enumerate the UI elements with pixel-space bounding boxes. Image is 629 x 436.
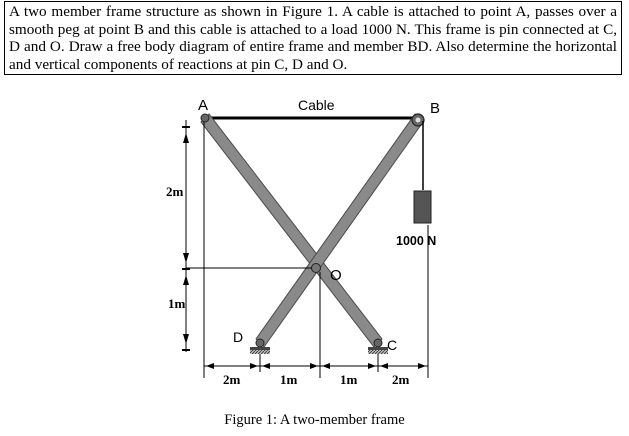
member-ac	[200, 113, 383, 348]
label-c: C	[387, 337, 397, 353]
vdim-arrow-2	[183, 253, 189, 263]
label-load: 1000 N	[396, 234, 436, 248]
hdim-arrow-2	[250, 363, 258, 369]
hdim-arrow-7	[380, 363, 388, 369]
peg-b-center	[415, 117, 421, 123]
hdim-arrow-6	[368, 363, 376, 369]
dim-bottom-right-outer: 2m	[392, 372, 410, 387]
dim-bottom-left-inner: 1m	[280, 372, 298, 387]
vdim-arrow-4	[183, 334, 189, 344]
ground-d	[250, 350, 270, 354]
label-d: D	[233, 329, 243, 345]
dim-bottom-right-inner: 1m	[340, 372, 358, 387]
dim-vertical-upper: 2m	[166, 184, 184, 199]
member-bd	[255, 113, 424, 348]
label-o: O	[330, 267, 342, 284]
pin-o	[311, 263, 321, 273]
label-b: B	[430, 100, 440, 117]
hdim-arrow-5	[322, 363, 330, 369]
support-c	[368, 347, 388, 350]
label-cable: Cable	[298, 97, 335, 113]
pin-a	[200, 113, 210, 123]
problem-statement: A two member frame structure as shown in…	[4, 1, 622, 75]
vdim-arrow-3	[183, 275, 189, 285]
label-a: A	[198, 97, 208, 114]
ground-c	[368, 350, 388, 354]
hdim-arrow-3	[262, 363, 270, 369]
hdim-arrow-8	[418, 363, 426, 369]
load-weight	[413, 190, 432, 224]
hdim-arrow-4	[310, 363, 318, 369]
pin-c	[373, 338, 383, 348]
vdim-arrow-1	[183, 133, 189, 143]
support-d	[250, 347, 270, 350]
dim-vertical-lower: 1m	[168, 296, 186, 311]
hdim-arrow-1	[206, 363, 214, 369]
figure-caption: Figure 1: A two-member frame	[224, 412, 405, 428]
pin-d	[255, 338, 265, 348]
dim-bottom-left-outer: 2m	[223, 372, 241, 387]
